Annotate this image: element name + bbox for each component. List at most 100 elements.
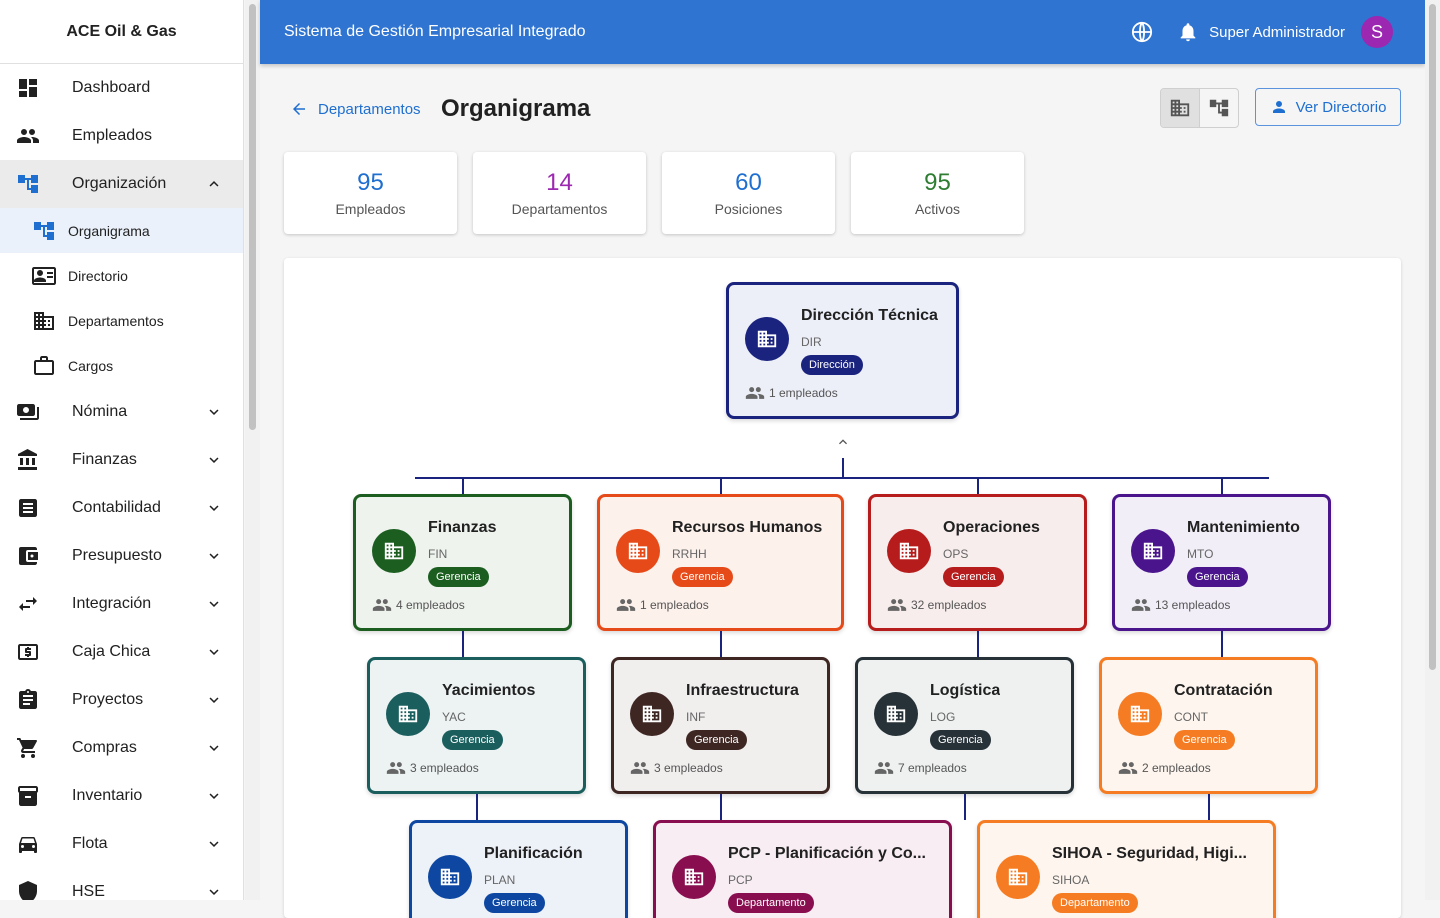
- chevron-down-icon: [209, 793, 219, 799]
- clipboard-icon: [16, 688, 40, 712]
- node-employees-label: 2 empleados: [1142, 761, 1211, 775]
- sidebar-subitem-directorio[interactable]: Directorio: [0, 253, 243, 298]
- chevron-down-icon: [209, 409, 219, 415]
- node-employees-label: 3 empleados: [410, 761, 479, 775]
- sidebar-item-label: Nómina: [72, 403, 128, 420]
- building-icon: [630, 692, 674, 736]
- notifications-bell-icon[interactable]: [1177, 21, 1199, 43]
- org-chart-icon: [32, 219, 56, 243]
- sidebar-item-dashboard[interactable]: Dashboard: [0, 64, 243, 112]
- node-employee-count: 2 empleados: [1118, 758, 1211, 778]
- app-title: Sistema de Gestión Empresarial Integrado: [284, 23, 586, 40]
- node-name: Recursos Humanos: [672, 519, 823, 536]
- main-content: Departamentos Organigrama Ver Directorio…: [260, 64, 1425, 918]
- view-directory-label: Ver Directorio: [1295, 98, 1387, 116]
- group-icon: [1131, 599, 1151, 611]
- sidebar-subitem-label: Organigrama: [68, 222, 150, 239]
- sidebar-item-nomina[interactable]: Nómina: [0, 388, 243, 436]
- sidebar-item-organizacion[interactable]: Organización: [0, 160, 243, 208]
- sidebar-scrollbar-thumb[interactable]: [249, 4, 256, 430]
- cards-view-toggle[interactable]: [1161, 89, 1200, 127]
- node-name: Mantenimiento: [1187, 519, 1300, 536]
- page-scrollbar-thumb[interactable]: [1429, 4, 1436, 670]
- cart-icon: [16, 736, 40, 760]
- sidebar-item-finanzas[interactable]: Finanzas: [0, 436, 243, 484]
- person-icon: [1272, 101, 1285, 113]
- tree-view-toggle[interactable]: [1200, 89, 1238, 127]
- stat-value: 14: [546, 169, 573, 196]
- sidebar-item-integracion[interactable]: Integración: [0, 580, 243, 628]
- node-employees-label: 4 empleados: [396, 598, 465, 612]
- chevron-down-icon: [209, 553, 219, 559]
- sidebar-item-contabilidad[interactable]: Contabilidad: [0, 484, 243, 532]
- sidebar-item-empleados[interactable]: Empleados: [0, 112, 243, 160]
- app-bar: Sistema de Gestión Empresarial Integrado…: [260, 0, 1425, 64]
- sidebar-subitem-organigrama[interactable]: Organigrama: [0, 208, 243, 253]
- user-avatar[interactable]: S: [1361, 16, 1393, 48]
- stat-label: Activos: [914, 201, 961, 217]
- connector-line: [415, 477, 1269, 479]
- sidebar-item-inventario[interactable]: Inventario: [0, 772, 243, 820]
- sidebar-item-proyectos[interactable]: Proyectos: [0, 676, 243, 724]
- language-globe-icon[interactable]: [1131, 21, 1153, 43]
- people-icon: [16, 124, 40, 148]
- sidebar-item-label: Proyectos: [72, 691, 144, 708]
- chevron-down-icon: [209, 649, 219, 655]
- chevron-down-icon: [209, 601, 219, 607]
- view-toggle: [1160, 88, 1239, 128]
- node-employee-count: 3 empleados: [386, 758, 479, 778]
- sidebar-item-label: Organización: [72, 175, 167, 192]
- sidebar-subitem-cargos[interactable]: Cargos: [0, 343, 243, 388]
- sidebar-item-label: Flota: [72, 835, 108, 852]
- node-code: CONT: [1174, 710, 1208, 724]
- view-directory-button[interactable]: Ver Directorio: [1255, 88, 1401, 126]
- sidebar-item-caja-chica[interactable]: Caja Chica: [0, 628, 243, 676]
- connector-line: [1207, 794, 1210, 820]
- sidebar-item-flota[interactable]: Flota: [0, 820, 243, 868]
- sidebar-item-presupuesto[interactable]: Presupuesto: [0, 532, 243, 580]
- node-type-badge: Gerencia: [1174, 730, 1235, 750]
- node-name: Finanzas: [428, 519, 497, 536]
- node-code: YAC: [442, 710, 466, 724]
- user-name[interactable]: Super Administrador: [1209, 23, 1345, 41]
- node-name: Logística: [930, 682, 1001, 699]
- sidebar-subitem-departamentos[interactable]: Departamentos: [0, 298, 243, 343]
- node-name: Dirección Técnica: [801, 307, 938, 324]
- connector-line: [963, 794, 966, 820]
- node-code: OPS: [943, 547, 969, 561]
- back-link[interactable]: Departamentos: [290, 100, 421, 118]
- sidebar-scrollbar[interactable]: [245, 0, 260, 900]
- chevron-down-icon: [209, 505, 219, 511]
- building-icon: [1118, 692, 1162, 736]
- node-employee-count: 4 empleados: [372, 595, 465, 615]
- node-name: Planificación: [484, 845, 583, 862]
- node-type-badge: Gerencia: [672, 567, 733, 587]
- collapse-chevron-icon[interactable]: [835, 434, 851, 450]
- node-employees-label: 32 empleados: [911, 598, 987, 612]
- stat-label: Posiciones: [714, 201, 783, 217]
- chevron-down-icon: [209, 889, 219, 895]
- arrow-back-icon: [293, 103, 305, 115]
- sidebar-item-compras[interactable]: Compras: [0, 724, 243, 772]
- node-code: PCP: [728, 873, 753, 887]
- node-name: PCP - Planificación y Co...: [728, 845, 926, 862]
- sidebar-item-label: Empleados: [72, 127, 153, 144]
- sidebar-item-label: Integración: [72, 595, 152, 612]
- page-title: Organigrama: [441, 95, 591, 122]
- sidebar-item-hse[interactable]: HSE: [0, 868, 243, 900]
